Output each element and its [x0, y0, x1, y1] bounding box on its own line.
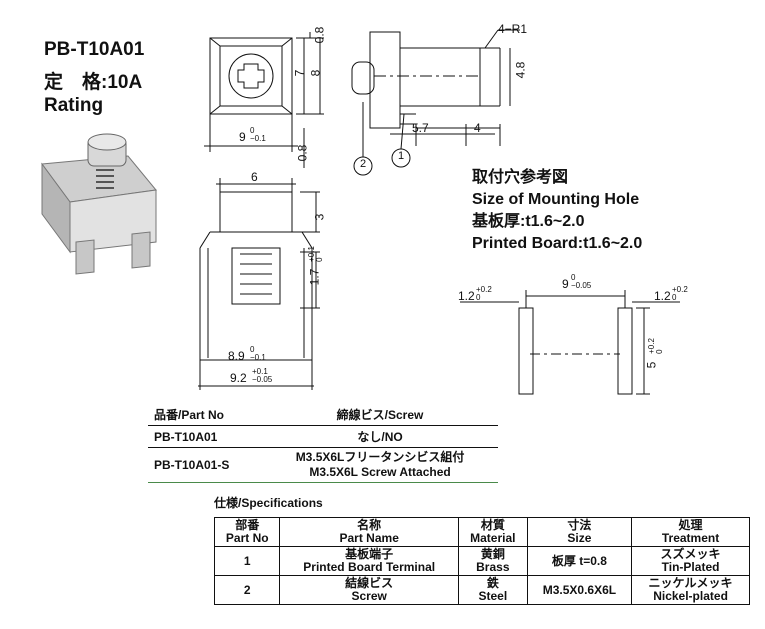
rating-en: Rating [44, 95, 104, 116]
screw-col-header: 締線ビス/Screw [336, 408, 424, 422]
table-row: PB-T10A01-S M3.5X6Lフリータンシビス組付 M3.5X6L Sc… [148, 448, 498, 483]
rating-jp: 定 格:10A [44, 72, 143, 93]
board-jp: 基板厚:t1.6~2.0 [472, 213, 585, 230]
label-1-7-tol: +0.1 0 [306, 246, 324, 262]
label-0-8-bottom: 0.8 [295, 144, 310, 162]
label-9-2: 9.2 [230, 371, 247, 385]
mount-pitch: 9 [562, 277, 569, 291]
label-8-9: 8.9 [228, 349, 245, 363]
mount-width-left: 1.2 [458, 289, 475, 303]
board-en: Printed Board:t1.6~2.0 [472, 235, 643, 252]
model-title: PB-T10A01 [44, 39, 145, 60]
mount-height-tol: +0.2 0 [646, 338, 664, 354]
label-1-7: 1.7 [307, 268, 322, 286]
part-number-table: 品番/Part No 締線ビス/Screw PB-T10A01 なし/NO PB… [148, 404, 498, 483]
label-9-2-tol: +0.1 −0.05 [252, 367, 273, 384]
label-7: 7 [292, 69, 307, 77]
mount-width-right: 1.2 [654, 289, 671, 303]
label-4-8: 4.8 [513, 61, 528, 79]
table-row: PB-T10A01 なし/NO [148, 426, 498, 448]
mounting-title-jp: 取付穴参考図 [472, 169, 569, 186]
mount-height: 5 [644, 361, 659, 369]
mount-pitch-tol: 0 −0.05 [571, 273, 592, 290]
label-8: 8 [308, 69, 323, 77]
label-3: 3 [312, 213, 327, 221]
label-0-8-top: 0.8 [312, 26, 327, 44]
label-5-7: 5.7 [412, 121, 429, 135]
spec-title: 仕様/Specifications [214, 496, 323, 510]
callout-2: 2 [360, 158, 367, 170]
technical-drawing [198, 29, 520, 390]
product-photo [41, 133, 157, 275]
mounting-title-en: Size of Mounting Hole [472, 191, 640, 208]
label-6: 6 [251, 170, 258, 184]
callout-1: 1 [398, 150, 405, 162]
mount-width-right-tol: +0.2 0 [672, 285, 688, 302]
label-8-9-tol: 0 −0.1 [250, 345, 266, 362]
mount-width-left-tol: +0.2 0 [476, 285, 492, 302]
label-9: 9 [239, 130, 246, 144]
label-4: 4 [474, 121, 481, 135]
mounting-hole-drawing [460, 290, 680, 395]
label-radius: 4−R1 [498, 22, 528, 36]
part-col-header: 品番/Part No [154, 408, 225, 422]
label-9-tol: 0 −0.1 [250, 126, 266, 143]
